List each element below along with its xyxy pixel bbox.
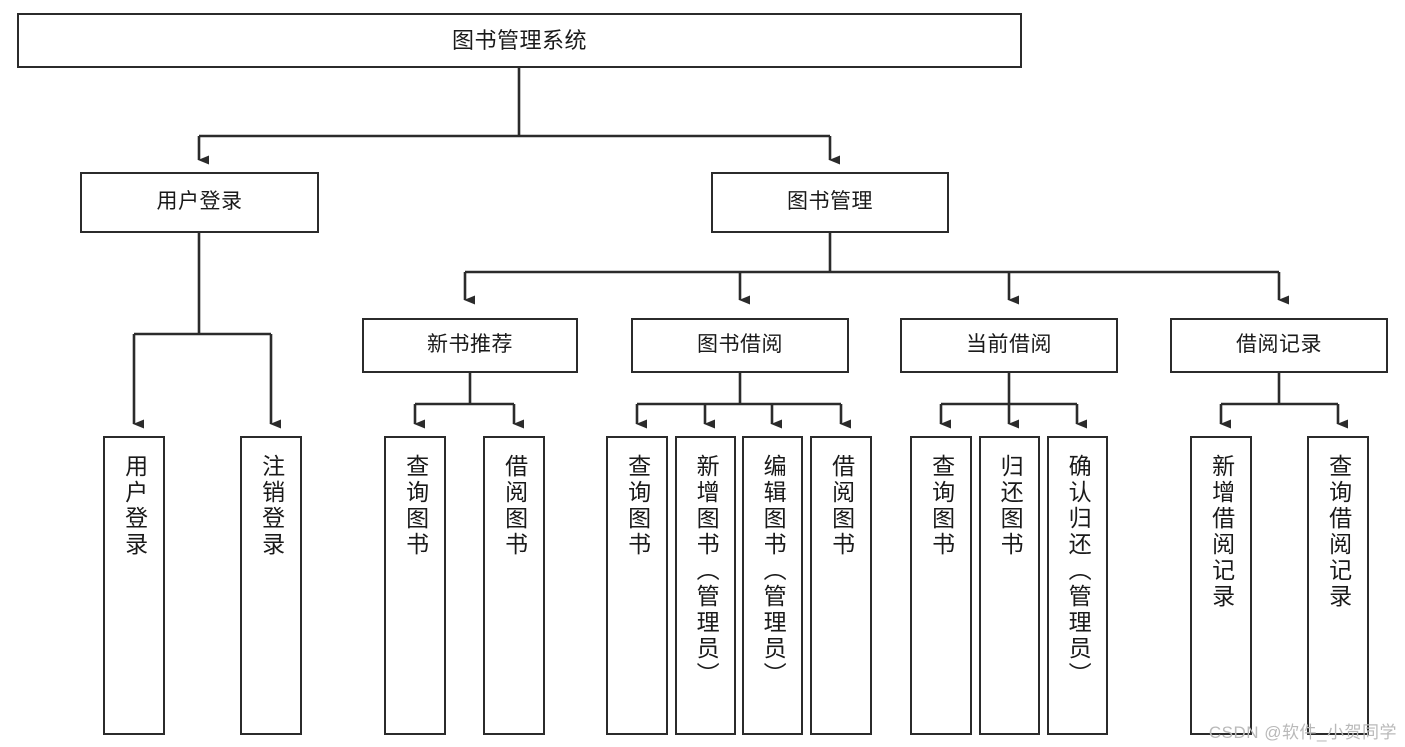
node-label: 当前借阅	[966, 333, 1052, 357]
node-root-system[interactable]: 图书管理系统	[17, 13, 1022, 68]
leaf-user-login[interactable]: 用户登录	[103, 436, 165, 735]
node-label: 注销登录	[258, 454, 285, 558]
node-label: 用户登录	[156, 190, 243, 214]
leaf-query-book-recommend[interactable]: 查询图书	[384, 436, 446, 735]
node-label: 新增借阅记录	[1208, 454, 1235, 610]
leaf-borrow-book-recommend[interactable]: 借阅图书	[483, 436, 545, 735]
node-label: 用户登录	[121, 454, 148, 558]
node-label: 查询图书	[402, 454, 429, 558]
node-user-login[interactable]: 用户登录	[80, 172, 319, 233]
node-label: 编辑图书（管理员）	[760, 454, 787, 688]
node-label: 借阅图书	[828, 454, 855, 558]
leaf-query-book[interactable]: 查询图书	[606, 436, 668, 735]
leaf-return-book[interactable]: 归还图书	[979, 436, 1040, 735]
leaf-query-borrow-record[interactable]: 查询借阅记录	[1307, 436, 1369, 735]
leaf-edit-book-admin[interactable]: 编辑图书（管理员）	[742, 436, 803, 735]
leaf-borrow-book[interactable]: 借阅图书	[810, 436, 872, 735]
leaf-confirm-return-admin[interactable]: 确认归还（管理员）	[1047, 436, 1108, 735]
node-book-management[interactable]: 图书管理	[711, 172, 949, 233]
node-label: 新增图书（管理员）	[693, 454, 720, 688]
node-label: 新书推荐	[427, 333, 513, 357]
node-label: 确认归还（管理员）	[1065, 454, 1092, 688]
leaf-query-book-current[interactable]: 查询图书	[910, 436, 972, 735]
node-book-borrow[interactable]: 图书借阅	[631, 318, 849, 373]
leaf-add-borrow-record[interactable]: 新增借阅记录	[1190, 436, 1252, 735]
node-label: 图书借阅	[697, 333, 783, 357]
node-label: 借阅记录	[1236, 333, 1322, 357]
node-label: 查询图书	[928, 454, 955, 558]
watermark-text: CSDN @软件_小贺同学	[1208, 723, 1397, 742]
node-label: 借阅图书	[501, 454, 528, 558]
node-label: 查询借阅记录	[1325, 454, 1352, 610]
leaf-logout[interactable]: 注销登录	[240, 436, 302, 735]
node-label: 查询图书	[624, 454, 651, 558]
leaf-add-book-admin[interactable]: 新增图书（管理员）	[675, 436, 736, 735]
node-borrow-records[interactable]: 借阅记录	[1170, 318, 1388, 373]
node-label: 图书管理	[787, 190, 873, 214]
node-current-borrow[interactable]: 当前借阅	[900, 318, 1118, 373]
node-new-book-recommend[interactable]: 新书推荐	[362, 318, 578, 373]
node-label: 图书管理系统	[451, 27, 587, 53]
node-label: 归还图书	[997, 454, 1024, 558]
